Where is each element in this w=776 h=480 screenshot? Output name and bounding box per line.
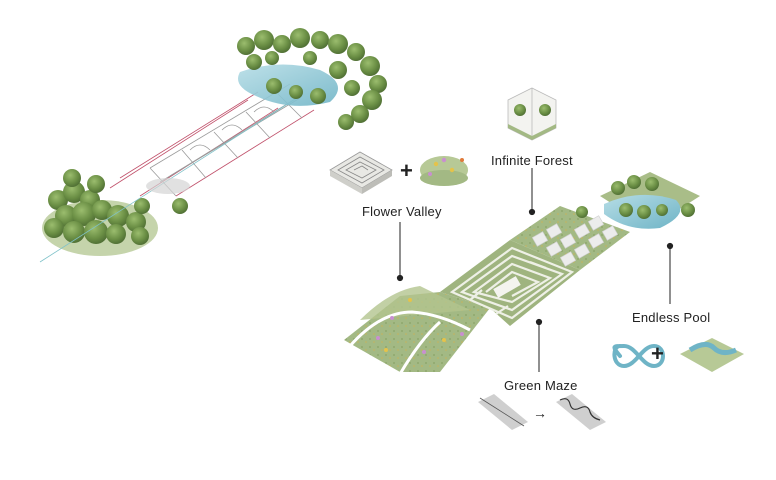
maze-arrow: → xyxy=(533,405,548,421)
endless-pool-label: Endless Pool xyxy=(632,310,711,325)
maze-icon xyxy=(329,151,393,194)
viaduct-structure xyxy=(39,83,315,263)
flower-valley-plus: + xyxy=(400,158,413,183)
green-maze-label: Green Maze xyxy=(504,378,578,393)
endless-pool-segment xyxy=(576,172,700,229)
flower-valley-label: Flower Valley xyxy=(362,204,442,219)
winding-path-icon xyxy=(556,394,606,430)
green-maze-segment xyxy=(440,240,580,326)
forest-cube-icon xyxy=(507,87,557,141)
top-forest-pond xyxy=(237,28,387,130)
flower-valley-segment xyxy=(344,286,490,375)
infinite-forest-segment xyxy=(510,206,630,270)
flower-mound-icon xyxy=(420,156,468,186)
infinite-forest-label: Infinite Forest xyxy=(491,153,573,168)
leader-lines xyxy=(396,168,674,372)
infinity-icon xyxy=(612,343,665,369)
straight-path-icon xyxy=(478,394,528,430)
endless-pool-plus: + xyxy=(651,341,664,366)
river-tile-icon xyxy=(680,338,744,372)
